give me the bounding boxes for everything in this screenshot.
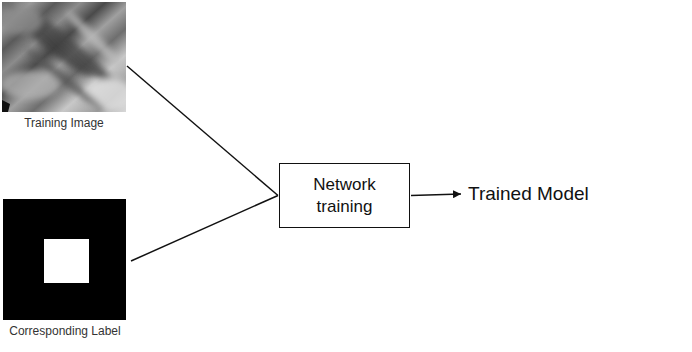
output-text: Trained Model	[462, 181, 593, 207]
node-text: Trained Model	[468, 183, 589, 205]
image-node: Corresponding Label	[0, 198, 130, 338]
image-caption: Training Image	[2, 116, 126, 130]
image-caption: Corresponding Label	[0, 324, 130, 338]
node-text: Network training	[302, 174, 387, 217]
process-box: Network training	[279, 163, 410, 228]
connector	[411, 194, 461, 196]
connector	[127, 66, 278, 196]
connector	[131, 196, 278, 262]
training-image	[2, 2, 126, 112]
label-mask	[3, 199, 126, 320]
image-node: Training Image	[2, 2, 126, 130]
